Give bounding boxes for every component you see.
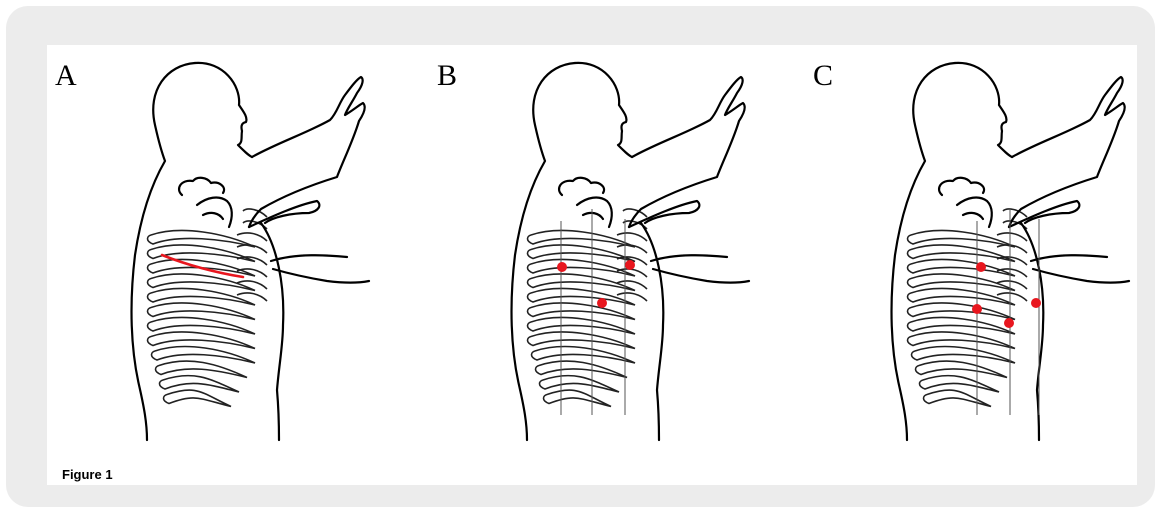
rib [148, 231, 256, 247]
chest-outline [261, 223, 283, 440]
rib [908, 332, 1016, 348]
figure-canvas: A B C Figure 1 [47, 45, 1137, 485]
rib [148, 289, 256, 305]
shoulder-outline [939, 178, 984, 195]
rib [528, 303, 636, 319]
front-arm-outline [651, 255, 749, 282]
marker-dot [597, 298, 607, 308]
front-arm-outline [1031, 255, 1129, 282]
forearm-outline [629, 201, 699, 227]
rib [924, 390, 992, 406]
marker-dot [557, 262, 567, 272]
rib [528, 260, 636, 276]
rib [908, 318, 1016, 334]
marker-dot [625, 260, 635, 270]
marker-dot [972, 304, 982, 314]
chest-outline [1021, 223, 1043, 440]
shoulder-outline [179, 178, 224, 195]
scapula-outline [197, 198, 232, 227]
rib [237, 233, 267, 241]
forearm-outline [249, 201, 319, 227]
rib [997, 233, 1027, 241]
rib [908, 303, 1016, 319]
rib [528, 332, 636, 348]
chest-outline [641, 223, 663, 440]
forearm-outline [1009, 201, 1079, 227]
figure-caption: Figure 1 [62, 467, 113, 482]
rib [148, 318, 256, 334]
panel-b: B [427, 45, 787, 485]
rib [164, 390, 232, 406]
front-arm-outline [271, 255, 369, 282]
marker-dot [976, 262, 986, 272]
figure-frame: A B C Figure 1 [6, 6, 1155, 507]
ribcage [908, 209, 1028, 407]
body-outline [132, 63, 369, 440]
rib [540, 376, 620, 392]
ribcage [148, 209, 268, 407]
rib [916, 361, 1008, 377]
rib [532, 347, 636, 363]
rib [544, 390, 612, 406]
rib [152, 347, 256, 363]
rib [536, 361, 628, 377]
shoulder-outline [559, 178, 604, 195]
rib [908, 260, 1016, 276]
panel-a-drawing [47, 45, 407, 485]
marker-dot [1031, 298, 1041, 308]
rib [908, 231, 1016, 247]
rib [617, 233, 647, 241]
rib [528, 231, 636, 247]
face-outline [955, 63, 1012, 157]
ribcage [528, 209, 648, 407]
rib [148, 332, 256, 348]
face-outline [195, 63, 252, 157]
rib [156, 361, 248, 377]
marker-dot [1004, 318, 1014, 328]
rib [160, 376, 240, 392]
panel-c-drawing [807, 45, 1161, 485]
rib [912, 347, 1016, 363]
rib [920, 376, 1000, 392]
scapula-outline [577, 198, 612, 227]
panel-a: A [47, 45, 407, 485]
rib [148, 303, 256, 319]
body-outline [512, 63, 749, 440]
panel-c: C [807, 45, 1161, 485]
scapula-outline [957, 198, 992, 227]
rib [528, 289, 636, 305]
rib [528, 318, 636, 334]
rib [908, 289, 1016, 305]
face-outline [575, 63, 632, 157]
panel-b-drawing [427, 45, 787, 485]
